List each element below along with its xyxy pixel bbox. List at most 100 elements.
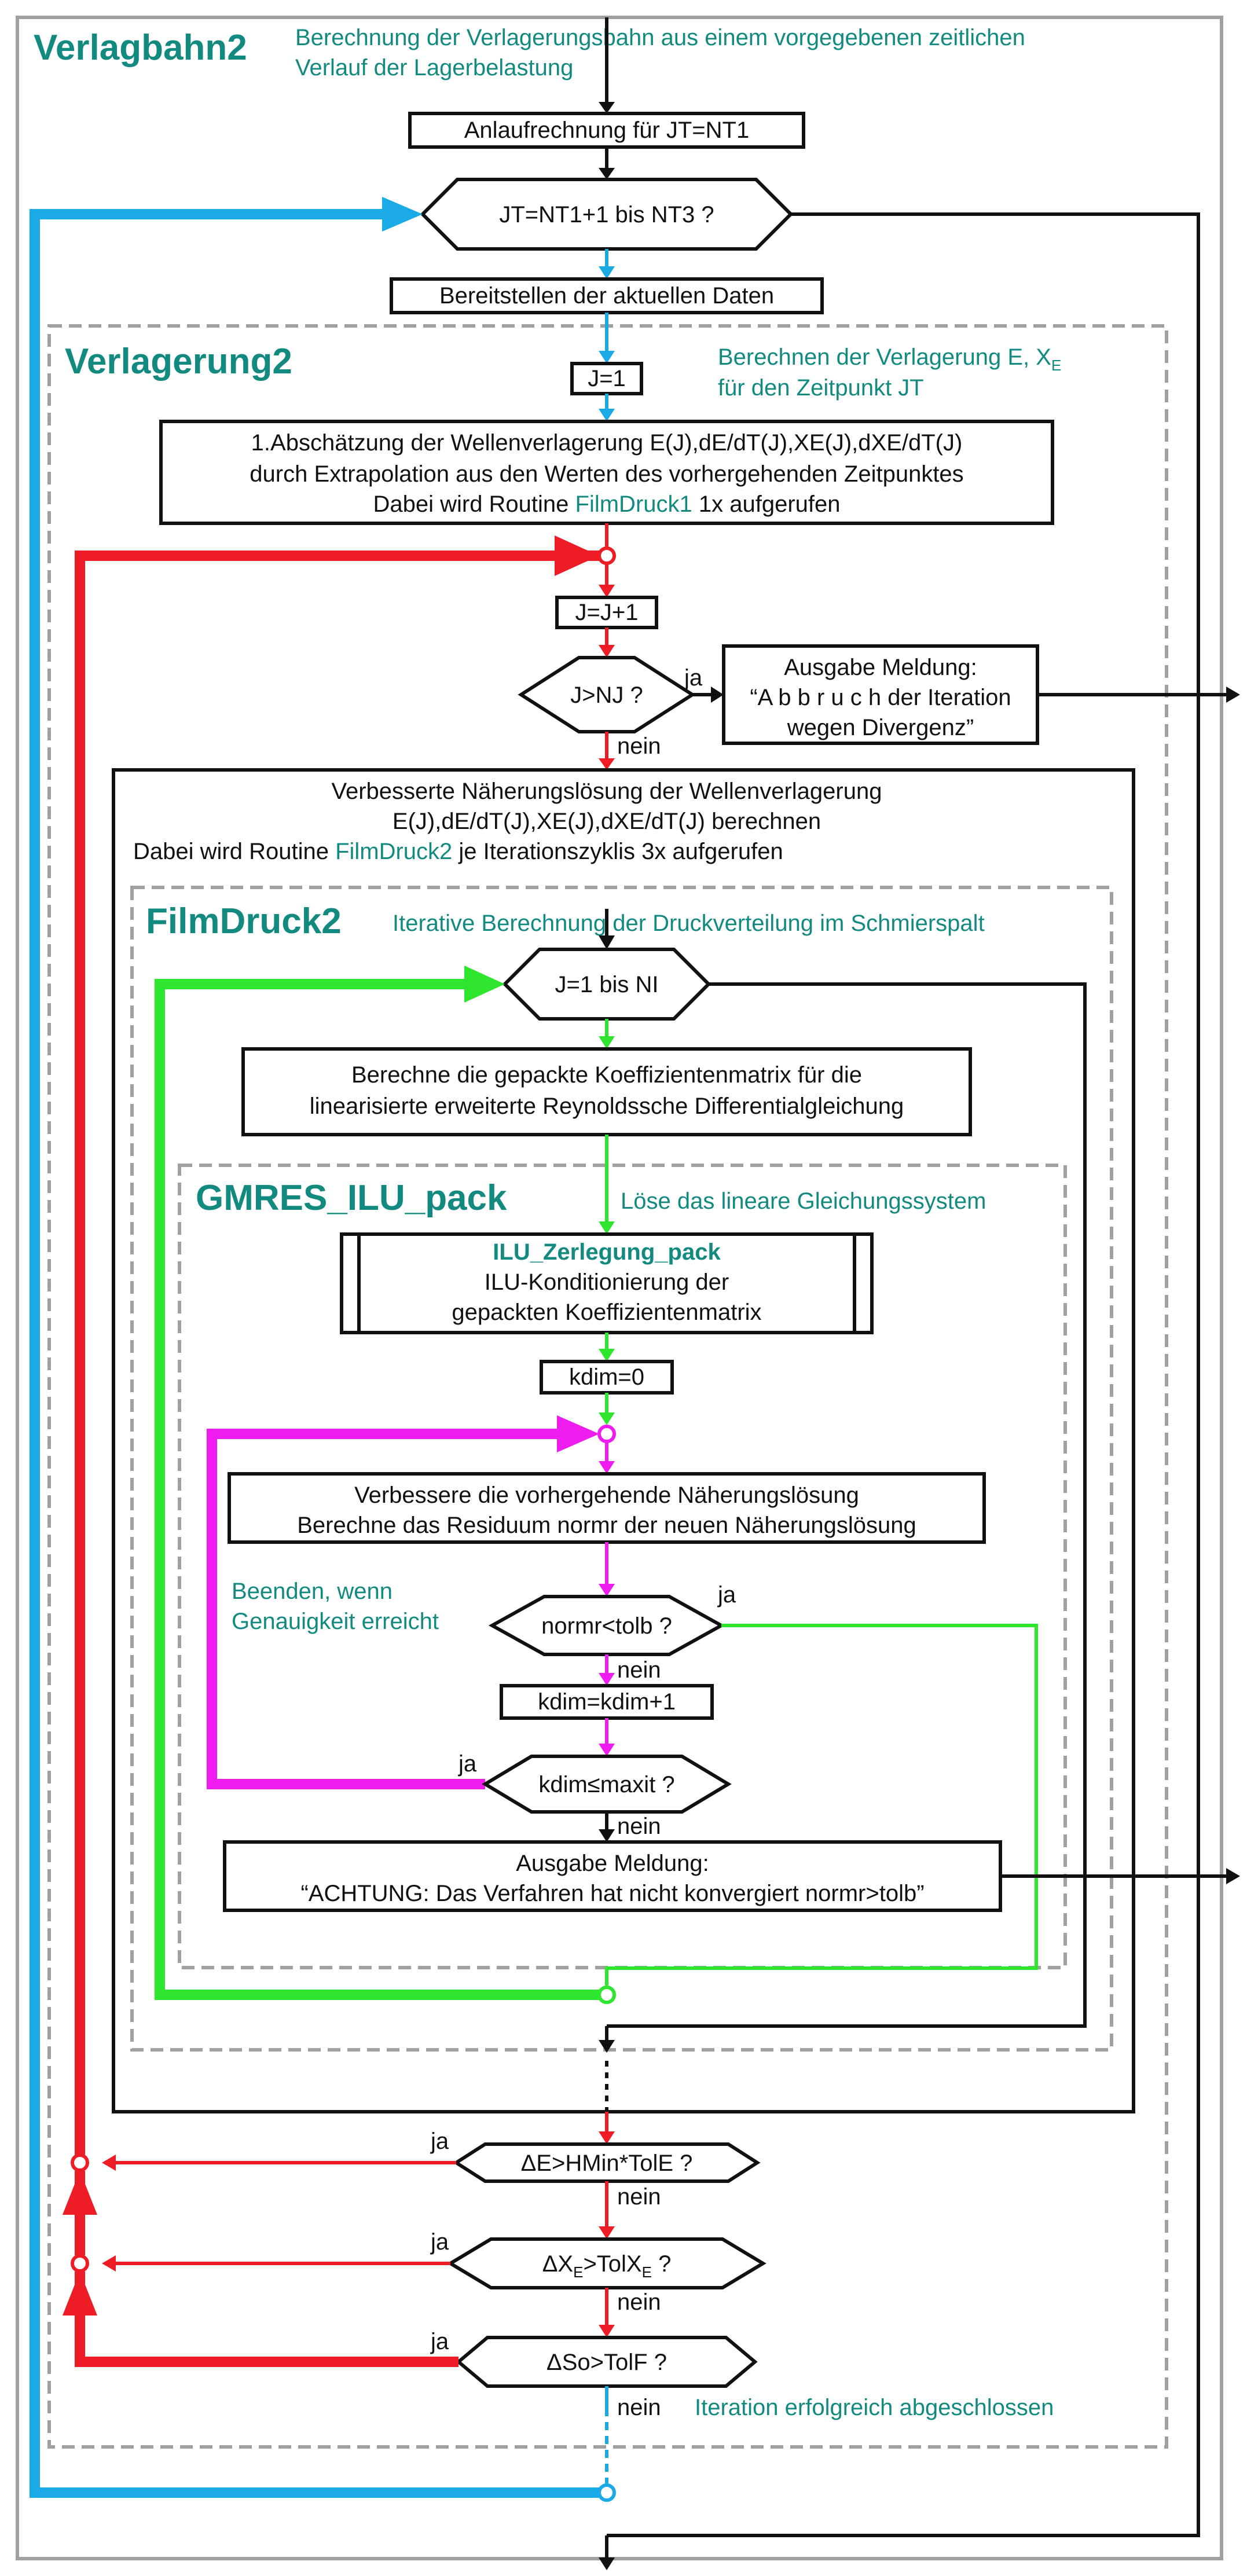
red-junction-top bbox=[597, 546, 616, 565]
cond-xe-node bbox=[447, 2237, 766, 2289]
blue-loop-arrowhead bbox=[382, 197, 423, 232]
warning-line2: “ACHTUNG: Das Verfahren hat nicht konver… bbox=[300, 1881, 924, 1906]
magenta-junction bbox=[597, 1425, 616, 1443]
estimate-line1: 1.Abschätzung der Wellenverlagerung E(J)… bbox=[251, 430, 963, 456]
arrowhead-red-3 bbox=[599, 645, 615, 658]
matrix-line2: linearisierte erweiterte Reynoldssche Di… bbox=[310, 1093, 904, 1119]
red-loop-return bbox=[75, 551, 599, 2156]
j-increment-label: J=J+1 bbox=[575, 600, 639, 625]
divergence-exit-arrowhead bbox=[1226, 687, 1240, 703]
gmres-improve-line2: Berechne das Residuum normr der neuen Nä… bbox=[297, 1513, 916, 1538]
bereitstellen-box bbox=[390, 277, 824, 314]
arrowhead-blue-2 bbox=[599, 351, 615, 364]
magenta-loop-arrowhead bbox=[557, 1415, 599, 1452]
arrowhead-end bbox=[599, 2557, 615, 2570]
red-junction-2 bbox=[71, 2254, 89, 2273]
anlauf-label: Anlaufrechnung für JT=NT1 bbox=[464, 118, 749, 143]
improve-line1: Verbesserte Näherungslösung der Wellenve… bbox=[332, 779, 882, 804]
cond-so-ja-line bbox=[75, 2272, 459, 2367]
warning-exit-arrowhead bbox=[1226, 1868, 1240, 1884]
tol-check-label: normr<tolb ? bbox=[541, 1613, 672, 1639]
arrowhead-blue-3 bbox=[599, 409, 615, 421]
bereitstellen-label: Bereitstellen der aktuellen Daten bbox=[439, 283, 774, 309]
ilu-title: ILU_Zerlegung_pack bbox=[493, 1239, 721, 1265]
anlauf-box bbox=[408, 112, 805, 149]
filmdruck2-frame bbox=[130, 886, 1113, 2052]
success-label: Iteration erfolgreich abgeschlossen bbox=[695, 2395, 1054, 2420]
stop-note-line1: Beenden, wenn bbox=[232, 1579, 393, 1604]
arrowhead-red-2 bbox=[599, 585, 615, 597]
arrowhead-red-5 bbox=[599, 2131, 615, 2144]
red-loop-arrowhead bbox=[555, 535, 599, 576]
kdim-init-box bbox=[540, 1360, 674, 1395]
verlagerung2-description-line2: für den Zeitpunkt JT bbox=[718, 375, 924, 401]
j-check-label: J>NJ ? bbox=[570, 682, 643, 708]
warning-message-box bbox=[223, 1840, 1002, 1912]
arrowhead-red-6 bbox=[599, 2226, 615, 2239]
cond-e-ja-arrowhead bbox=[102, 2155, 116, 2171]
j-init-box bbox=[570, 362, 643, 395]
red-up-arrowhead-1 bbox=[63, 2272, 97, 2316]
green-junction bbox=[597, 1986, 616, 2004]
matrix-box bbox=[241, 1047, 972, 1136]
ilu-line2: gepackten Koeffizientenmatrix bbox=[452, 1300, 761, 1325]
improve-line2: E(J),dE/dT(J),XE(J),dXE/dT(J) berechnen bbox=[393, 809, 821, 834]
verlagbahn2-title: Verlagbahn2 bbox=[34, 28, 247, 68]
arrowhead-red-4 bbox=[599, 758, 615, 770]
cond-so-node bbox=[456, 2336, 758, 2388]
cond-xe-ja-label: ja bbox=[430, 2229, 449, 2255]
j-init-label: J=1 bbox=[588, 366, 626, 391]
green-loop-return bbox=[155, 979, 599, 2000]
tol-check-nein-label: nein bbox=[617, 1657, 661, 1683]
cond-xe-nein-label: nein bbox=[617, 2289, 661, 2315]
verlagbahn2-frame bbox=[16, 16, 1223, 2560]
fd-loop-exit-line bbox=[607, 982, 1087, 2028]
filmdruck2-description: Iterative Berechnung der Druckverteilung… bbox=[393, 911, 985, 936]
arrowhead-magenta-1 bbox=[599, 1461, 615, 1474]
divergence-message-box bbox=[722, 644, 1039, 745]
filmdruck1-link: FilmDruck1 bbox=[575, 491, 692, 517]
blue-junction bbox=[597, 2483, 616, 2502]
arrowhead-magenta-3 bbox=[599, 1673, 615, 1686]
j-check-nein-label: nein bbox=[617, 733, 661, 759]
filmdruck2-link: FilmDruck2 bbox=[335, 839, 452, 864]
arrowhead-j-check-ja bbox=[711, 687, 724, 703]
verlagbahn2-description-line2: Verlauf der Lagerbelastung bbox=[295, 55, 573, 80]
kdim-check-node bbox=[482, 1755, 732, 1814]
warning-line1: Ausgabe Meldung: bbox=[516, 1851, 709, 1876]
estimate-line3: Dabei wird Routine FilmDruck1 1x aufgeru… bbox=[373, 491, 840, 517]
gmres-title: GMRES_ILU_pack bbox=[196, 1178, 507, 1218]
filmdruck2-title: FilmDruck2 bbox=[146, 901, 342, 941]
kdim-check-label: kdim≤maxit ? bbox=[538, 1772, 674, 1797]
divergence-message-line3: wegen Divergenz” bbox=[787, 715, 974, 740]
green-loop-arrowhead bbox=[464, 966, 505, 1003]
arrowhead-kdim-nein bbox=[599, 1829, 615, 1842]
cond-e-nein-label: nein bbox=[617, 2184, 661, 2210]
improve-container bbox=[112, 768, 1135, 2113]
arrowhead-fd-entry bbox=[599, 935, 615, 949]
arrowhead-red-7 bbox=[599, 2325, 615, 2338]
arrowhead-start bbox=[599, 102, 615, 113]
estimate-line2: durch Extrapolation aus den Werten des v… bbox=[250, 461, 963, 487]
improve-line3: Dabei wird Routine FilmDruck2 je Iterati… bbox=[133, 839, 783, 864]
arrowhead-green-3 bbox=[599, 1349, 615, 1362]
arrowhead-loop bbox=[599, 168, 615, 179]
cond-so-nein-label: nein bbox=[617, 2395, 661, 2420]
fd-loop-label: J=1 bis NI bbox=[555, 972, 659, 997]
verlagerung2-description-line1: Berechnen der Verlagerung E, XE bbox=[718, 344, 1061, 374]
tol-check-ja-label: ja bbox=[717, 1582, 736, 1608]
arrowhead-green-1 bbox=[599, 1036, 615, 1049]
cond-xe-label: ΔXE>TolXE ? bbox=[542, 2251, 672, 2281]
stop-note-line2: Genauigkeit erreicht bbox=[232, 1609, 439, 1634]
divergence-message-line1: Ausgabe Meldung: bbox=[784, 655, 977, 680]
cond-e-node bbox=[453, 2142, 761, 2183]
arrowhead-magenta-2 bbox=[599, 1584, 615, 1597]
red-junction-1 bbox=[71, 2153, 89, 2172]
arrowhead-blue-1 bbox=[599, 266, 615, 279]
tol-check-ja-line bbox=[605, 1624, 1038, 1986]
kdim-init-label: kdim=0 bbox=[569, 1364, 644, 1390]
divergence-message-line2: “A b b r u c h der Iteration bbox=[750, 685, 1011, 710]
jt-loop-exit-line bbox=[607, 212, 1200, 2537]
